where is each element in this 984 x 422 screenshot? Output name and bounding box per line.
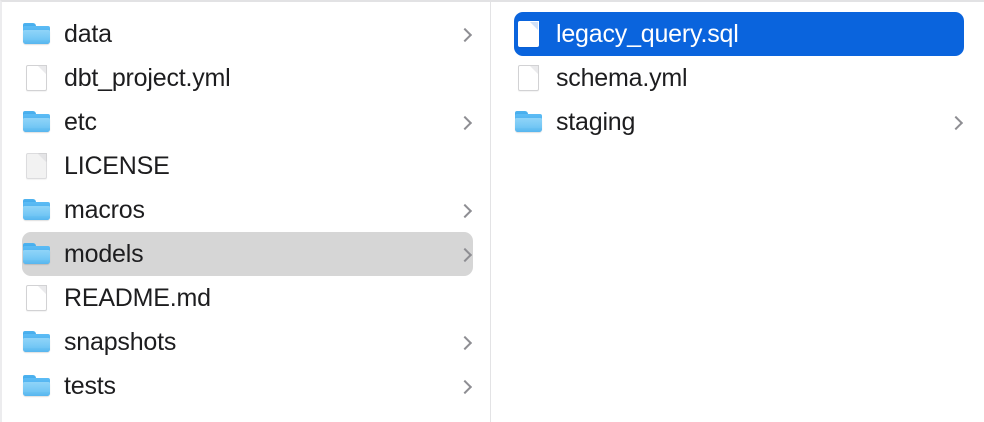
document-icon — [514, 19, 544, 49]
list-item-label: etc — [64, 108, 97, 136]
folder-icon — [22, 107, 52, 137]
chevron-right-icon[interactable] — [457, 26, 473, 42]
chevron-right-icon[interactable] — [948, 114, 964, 130]
list-item[interactable]: tests — [22, 364, 473, 408]
list-item[interactable]: etc — [22, 100, 473, 144]
document-icon — [514, 63, 544, 93]
list-item-label: README.md — [64, 284, 211, 312]
list-item-label: data — [64, 20, 112, 48]
folder-icon — [22, 327, 52, 357]
file-column-2: legacy_query.sql schema.yml staging — [491, 2, 984, 422]
list-item[interactable]: staging — [514, 100, 964, 144]
chevron-right-icon[interactable] — [457, 114, 473, 130]
document-icon — [22, 151, 52, 181]
list-item[interactable]: README.md — [22, 276, 473, 320]
list-item-label: LICENSE — [64, 152, 170, 180]
list-item-label: schema.yml — [556, 64, 688, 92]
list-item-label: tests — [64, 372, 116, 400]
list-item-label: dbt_project.yml — [64, 64, 231, 92]
folder-icon — [22, 239, 52, 269]
file-column-1: data dbt_project.yml etc LICENSE macros … — [2, 2, 491, 422]
folder-icon — [22, 371, 52, 401]
list-item-label: models — [64, 240, 144, 268]
folder-icon — [514, 107, 544, 137]
list-item-selected[interactable]: legacy_query.sql — [514, 12, 964, 56]
list-item-label: macros — [64, 196, 145, 224]
list-item[interactable]: LICENSE — [22, 144, 473, 188]
list-item-selected[interactable]: models — [22, 232, 473, 276]
list-item-label: legacy_query.sql — [556, 20, 739, 48]
list-item[interactable]: dbt_project.yml — [22, 56, 473, 100]
list-item-label: snapshots — [64, 328, 177, 356]
list-item-label: staging — [556, 108, 636, 136]
chevron-right-icon[interactable] — [457, 378, 473, 394]
document-icon — [22, 283, 52, 313]
list-item[interactable]: data — [22, 12, 473, 56]
list-item[interactable]: snapshots — [22, 320, 473, 364]
chevron-right-icon[interactable] — [457, 202, 473, 218]
folder-icon — [22, 195, 52, 225]
chevron-right-icon[interactable] — [457, 246, 473, 262]
chevron-right-icon[interactable] — [457, 334, 473, 350]
document-icon — [22, 63, 52, 93]
folder-icon — [22, 19, 52, 49]
list-item[interactable]: macros — [22, 188, 473, 232]
list-item[interactable]: schema.yml — [514, 56, 964, 100]
